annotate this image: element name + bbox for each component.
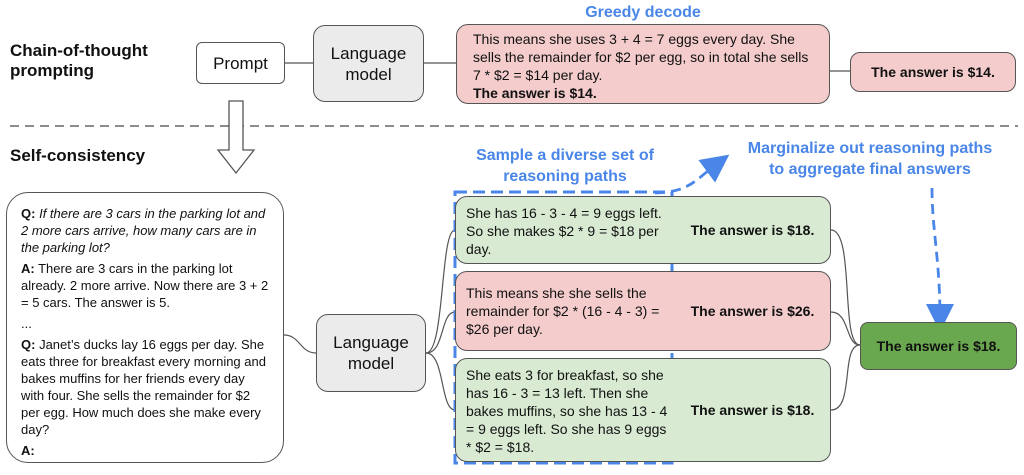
prompt-label: Prompt [213, 53, 268, 73]
marginalize-curved-arrow [654, 154, 730, 195]
greedy-decode-answer: The answer is $14. [473, 85, 597, 101]
cot-section-label: Chain-of-thought prompting [10, 41, 148, 80]
marginalize-down-arrow [925, 187, 954, 332]
path1-to-final-line [830, 229, 861, 346]
final-answer-label: The answer is $18. [876, 338, 1001, 354]
sc-section-label: Self-consistency [10, 146, 146, 165]
path-1-answer: The answer is $18. [690, 222, 815, 238]
answer-1: A: There are 3 cars in the parking lot a… [21, 261, 269, 310]
ellipsis: ... [21, 316, 32, 331]
top-language-model-box: Language model [313, 25, 424, 102]
answer-2: A: [21, 443, 35, 458]
path3-to-final-line [830, 344, 861, 411]
hollow-down-arrow-icon [216, 100, 256, 175]
bottom-language-model-box: Language model [316, 314, 426, 392]
top-answer-label: The answer is $14. [871, 64, 995, 80]
reasoning-path-3: She eats 3 for breakfast, so she has 16 … [455, 358, 831, 462]
lm-to-path1-line [425, 229, 456, 354]
prompt-box: Prompt [196, 42, 285, 84]
greedy-decode-text: This means she uses 3 + 4 = 7 eggs every… [473, 31, 809, 83]
reasoning-path-2: This means she she sells the remainder f… [455, 271, 831, 351]
greedy-decode-title: Greedy decode [585, 4, 701, 21]
top-language-model-label: Language model [330, 43, 407, 84]
lm-to-path2-line [425, 311, 456, 354]
path-3-answer: The answer is $18. [690, 402, 815, 418]
marginalize-title: Marginalize out reasoning paths to aggre… [747, 140, 993, 178]
lm-to-path3-line [425, 352, 456, 411]
question-to-lm-line [283, 334, 317, 354]
path-3-text: She eats 3 for breakfast, so she has 16 … [466, 367, 668, 455]
reasoning-path-1: She has 16 - 3 - 4 = 9 eggs left. So she… [455, 196, 831, 264]
question-prompt-box: Q: If there are 3 cars in the parking lo… [6, 192, 284, 463]
path2-to-final-line [830, 311, 861, 346]
question-1: Q: If there are 3 cars in the parking lo… [21, 206, 266, 255]
path-1-text: She has 16 - 3 - 4 = 9 eggs left. So she… [466, 205, 662, 257]
greedy-decode-box: This means she uses 3 + 4 = 7 eggs every… [456, 24, 830, 104]
top-answer-box: The answer is $14. [850, 52, 1016, 92]
final-answer-box: The answer is $18. [860, 322, 1017, 370]
question-2: Q: Janet’s ducks lay 16 eggs per day. Sh… [21, 337, 266, 437]
path-2-answer: The answer is $26. [690, 303, 815, 319]
bottom-language-model-label: Language model [333, 333, 409, 373]
sample-paths-title: Sample a diverse set of reasoning paths [476, 147, 654, 185]
path-2-text: This means she she sells the remainder f… [466, 285, 660, 337]
